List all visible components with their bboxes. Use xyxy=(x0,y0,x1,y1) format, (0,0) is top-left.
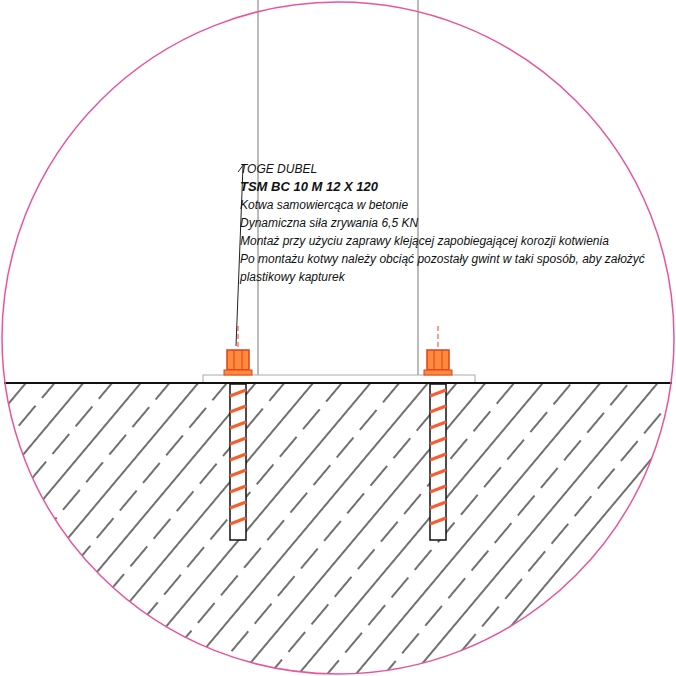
note-text: Kotwa samowiercąca w betonie xyxy=(240,196,670,214)
anchor-right xyxy=(424,326,452,540)
part-number: TSM BC 10 M 12 X 120 xyxy=(240,178,670,196)
anchor-left xyxy=(224,326,252,540)
callout-heading: TOGE DUBEL xyxy=(240,160,670,178)
callout-note: TOGE DUBELTSM BC 10 M 12 X 120Kotwa samo… xyxy=(240,160,670,286)
post-edge xyxy=(418,0,419,375)
concrete-surface xyxy=(4,382,672,384)
concrete-section xyxy=(0,383,676,676)
note-text: Montaż przy użyciu zaprawy klejącej zapo… xyxy=(240,232,670,250)
note-text: Po montażu kotwy należy obciąć pozostały… xyxy=(240,250,670,286)
base-plate xyxy=(203,375,475,383)
note-text: Dynamiczna siła zrywania 6,5 KN xyxy=(240,214,670,232)
